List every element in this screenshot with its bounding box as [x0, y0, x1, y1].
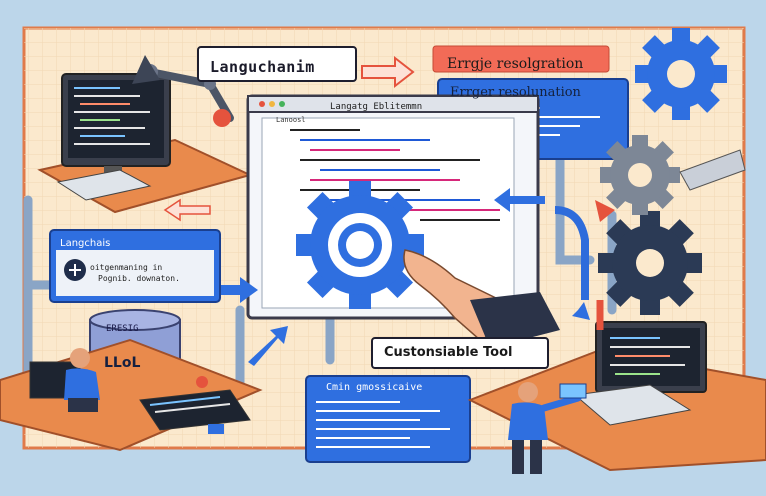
robot-joint-icon — [196, 376, 208, 388]
arrow-blue-left — [494, 188, 545, 212]
arrow-icon — [361, 55, 415, 89]
arrow-red-right — [595, 200, 615, 222]
window-dot-red — [259, 101, 265, 107]
custom-tool-box — [371, 337, 549, 369]
laptop-code — [149, 396, 231, 413]
langchain-top-box — [197, 46, 357, 82]
steel-shaft — [679, 149, 746, 191]
window-dot-yellow — [269, 101, 275, 107]
gear-icon — [635, 28, 727, 120]
langchain-top-label: Languchanim — [210, 58, 315, 76]
editor-titlebar — [247, 95, 539, 113]
person-right-icon — [508, 382, 582, 474]
pipe-right — [555, 145, 595, 265]
window-dot-green — [279, 101, 285, 107]
error-top-box — [432, 45, 610, 73]
monitor-icon — [61, 73, 171, 178]
monitor-right-icon — [595, 321, 707, 393]
keyboard-right-icon — [573, 384, 692, 426]
arrow-blue-up — [248, 326, 288, 366]
logo-mark — [69, 264, 81, 276]
config-panel-title: Cmin gmossicaive — [326, 382, 423, 393]
hand-pointer-icon — [403, 249, 560, 348]
keyboard-icon — [56, 169, 152, 201]
langchain-side-title: Langchais — [60, 238, 111, 249]
llm-label: LLoL — [104, 355, 141, 371]
gear-icon-steel — [600, 135, 680, 215]
custom-tool-label: Custonsiable Tool — [384, 345, 513, 360]
editor-tab-title: Lanoosl — [276, 116, 306, 124]
langchain-side-line1: oitgenmaning in — [90, 263, 163, 272]
error-panel-title: Errger resolunation — [450, 85, 581, 100]
langchain-side-line2: Pognib. downaton. — [98, 274, 180, 283]
arrow-blue-right — [205, 277, 258, 303]
robot-arm-icon — [132, 55, 234, 127]
person-left-icon — [64, 348, 100, 412]
error-resolution-label: Errgje resolgration — [447, 56, 584, 72]
control-knob-icon — [208, 424, 224, 434]
database-label: ERESIG — [106, 324, 139, 334]
tablet-icon — [559, 383, 587, 399]
arrow-red-left — [163, 198, 211, 222]
gear-icon-dark — [598, 211, 702, 315]
config-lines — [316, 401, 450, 448]
gear-icon-center — [296, 181, 424, 309]
pipe-blue — [554, 206, 589, 300]
editor-window-title: Langatg Eblitemmn — [330, 102, 423, 112]
arrow-blue-diag — [550, 282, 590, 320]
laptop-icon — [139, 389, 251, 431]
